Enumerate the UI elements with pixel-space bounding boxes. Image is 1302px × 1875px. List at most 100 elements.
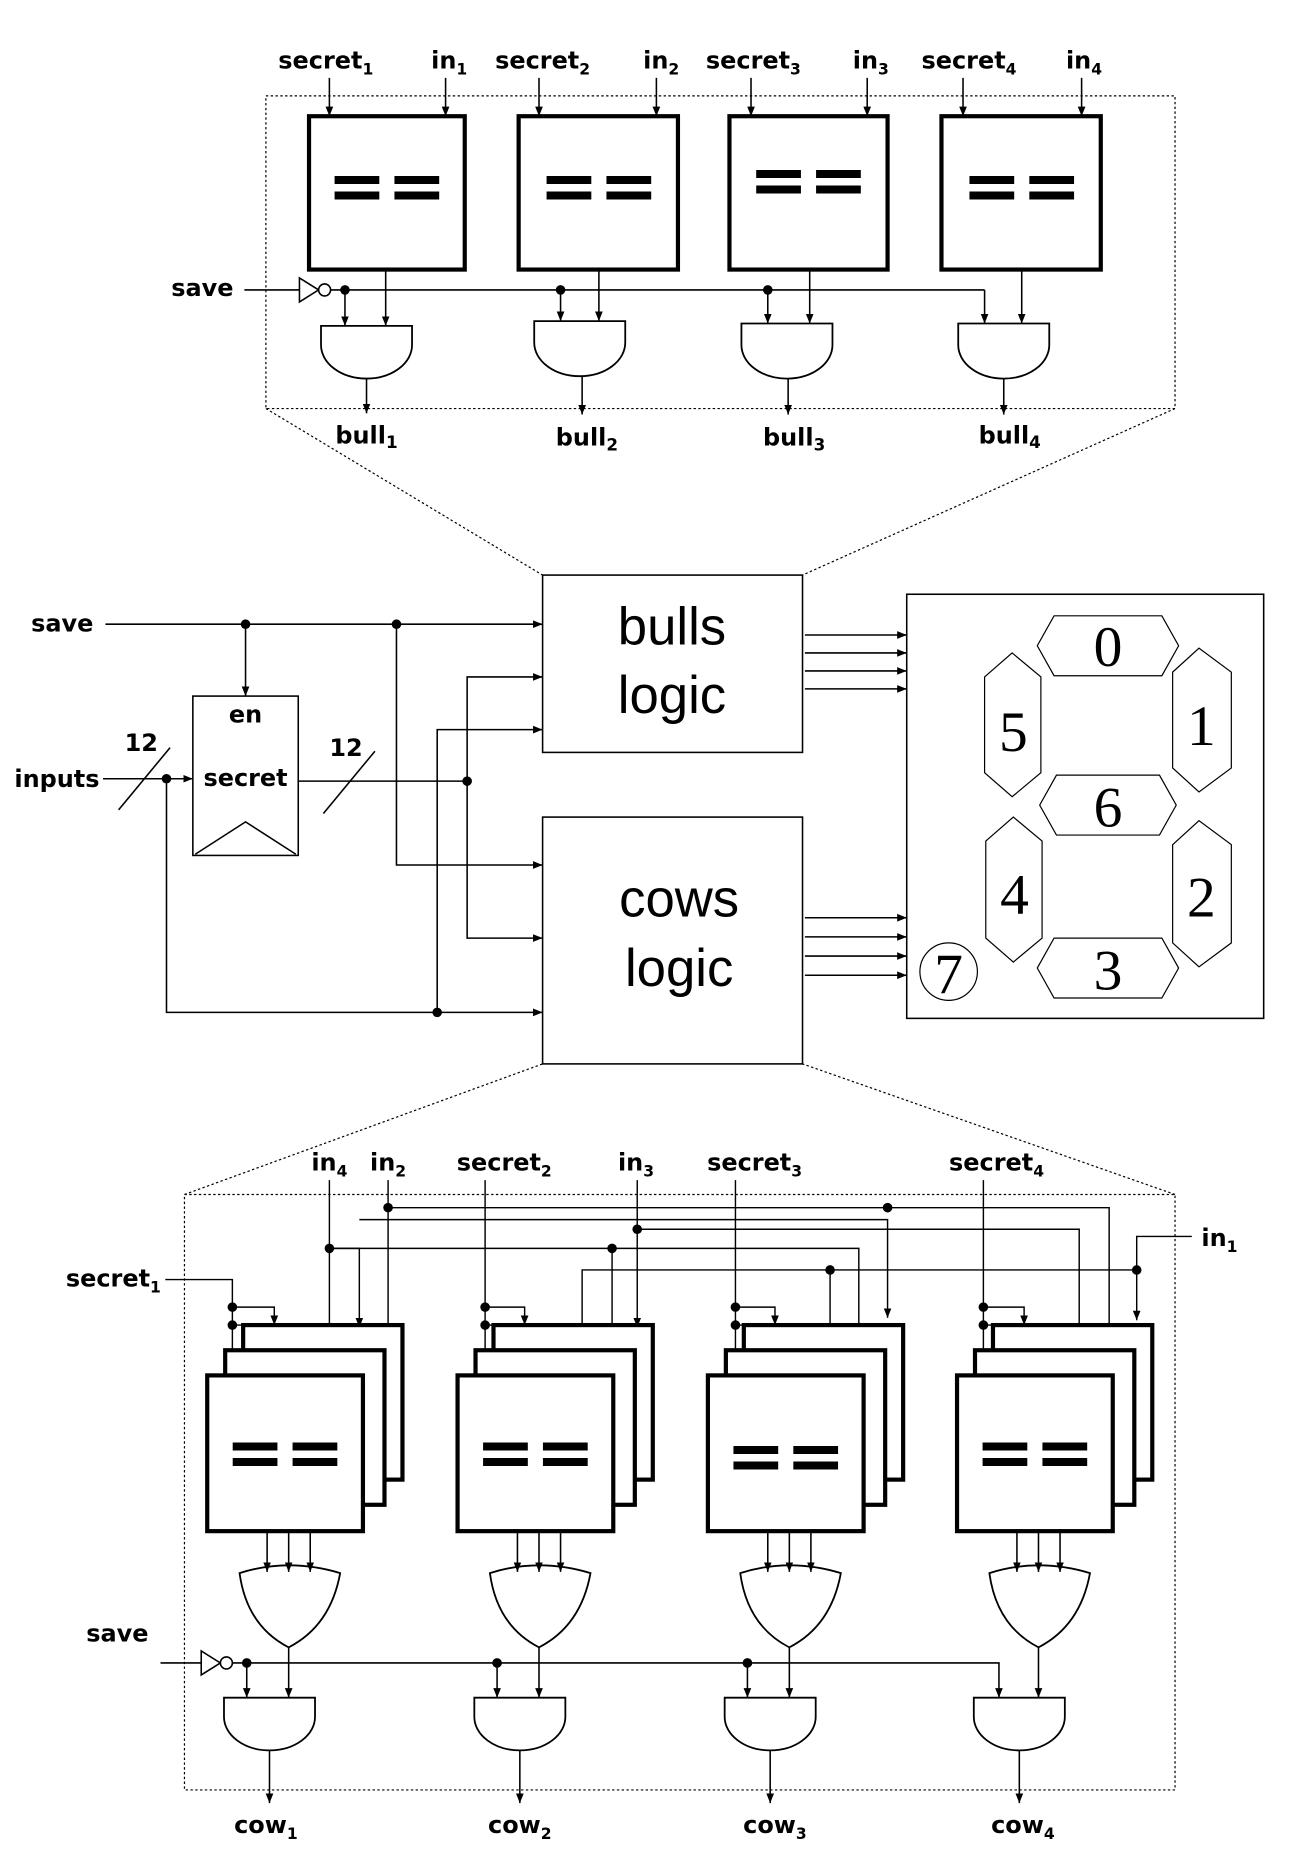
bus-slash — [117, 747, 171, 811]
top-input-label: secret4 — [949, 1149, 1044, 1181]
save-label: save — [31, 609, 93, 637]
comparator-box — [306, 114, 467, 272]
zoom-line — [265, 408, 543, 576]
bus-width-label: 12 — [125, 729, 158, 757]
inverter-triangle — [200, 1649, 222, 1677]
cow-gates-4 — [972, 1531, 1092, 1804]
cows-logic-block: cows logic — [541, 816, 804, 1065]
in-input-label: in2 — [643, 46, 679, 78]
zoom-line — [802, 407, 1176, 576]
inputs-label: inputs — [14, 765, 99, 793]
in-input-label: in1 — [431, 46, 467, 78]
secret-input-label: secret2 — [495, 46, 590, 78]
cow-output-label: cow4 — [991, 1811, 1055, 1843]
comparator-box — [727, 114, 890, 272]
segment-5-label: 5 — [999, 701, 1028, 764]
comparator-op: == — [749, 141, 869, 221]
comparator-op: == — [726, 1417, 846, 1497]
comparator-op: == — [476, 1413, 596, 1493]
inverter-bubble — [317, 283, 332, 297]
top-input-label: in3 — [618, 1149, 654, 1181]
wire — [395, 624, 543, 869]
bull-output-label: bull3 — [763, 424, 825, 455]
cow-output-label: cow1 — [234, 1811, 298, 1843]
cow-comparator-stack-2: == — [455, 1322, 655, 1534]
bull-output-label: bull4 — [979, 421, 1041, 452]
segment-7-label: 7 — [934, 943, 963, 1006]
wire — [466, 781, 543, 942]
and-gate — [972, 1696, 1066, 1752]
bulls-logic-block: bulls logic — [541, 574, 804, 754]
save-label: save — [171, 274, 233, 302]
or-gate — [488, 1564, 592, 1649]
cow-gates-1 — [223, 1531, 342, 1804]
or-gate — [238, 1564, 342, 1649]
segment-6-label: 6 — [1094, 777, 1123, 840]
bull-output-label: bull2 — [556, 424, 618, 455]
segment-1-label: 1 — [1187, 695, 1216, 758]
bull-comparator-3: == secret3 in3 bull3 — [706, 46, 890, 455]
register-box — [192, 695, 300, 857]
in1-label: in1 — [1201, 1224, 1237, 1256]
save-bus — [232, 1662, 1003, 1698]
segment-0-label: 0 — [1094, 616, 1123, 679]
cows-detail-frame — [183, 1193, 1176, 1791]
segment-2 — [1172, 819, 1232, 968]
segment-3-label: 3 — [1094, 940, 1123, 1003]
secret-input-label: secret1 — [278, 46, 373, 78]
or-gate — [739, 1564, 842, 1649]
in-input-label: in4 — [1066, 46, 1102, 78]
secret-input-label: secret3 — [706, 46, 801, 78]
secret1-label: secret1 — [66, 1265, 161, 1297]
secret-register: en secret — [192, 695, 300, 857]
bus-slash — [322, 750, 376, 814]
display-frame — [905, 593, 1265, 1020]
comparator-op: == — [327, 147, 447, 227]
and-gate — [533, 320, 627, 378]
block-label-line2: logic — [625, 939, 733, 998]
segment-2-label: 2 — [1187, 867, 1216, 930]
segment-7 — [919, 942, 978, 1001]
cow-comparator-stack-4: == — [954, 1322, 1155, 1534]
block-box — [541, 574, 804, 754]
segment-4-label: 4 — [1000, 864, 1029, 927]
comparator-op: == — [962, 147, 1082, 227]
save-label: save — [86, 1619, 148, 1647]
bull-comparator-2: == secret2 in2 bull2 — [495, 46, 681, 455]
comparator-op: == — [539, 147, 659, 227]
cow-gates-2 — [473, 1531, 592, 1804]
zoom-line — [802, 1063, 1176, 1196]
inverter-bubble — [219, 1656, 234, 1670]
segment-3 — [1036, 937, 1180, 999]
top-input-label: secret2 — [457, 1149, 552, 1181]
cows-detail: in4 in2 secret2 in3 secret3 secret4 in1 … — [66, 1063, 1237, 1843]
junction-dots — [324, 1202, 1142, 1275]
segment-6 — [1038, 774, 1177, 836]
bus-width-label: 12 — [329, 734, 362, 762]
bull-comparator-1: == secret1 in1 bull1 — [278, 46, 467, 452]
segment-1 — [1172, 647, 1232, 793]
bulls-detail: == secret1 in1 bull1 == secret2 in2 bull… — [171, 46, 1176, 576]
in-input-label: in3 — [853, 46, 889, 78]
segment-4 — [985, 816, 1043, 963]
bull-output-label: bull1 — [335, 421, 397, 452]
segment-0 — [1036, 615, 1180, 677]
top-input-label: in4 — [311, 1149, 347, 1181]
block-box — [541, 816, 804, 1065]
wire — [466, 673, 543, 782]
cow-output-label: cow2 — [488, 1811, 552, 1843]
and-gate — [223, 1696, 316, 1752]
zoom-line — [184, 1063, 543, 1196]
inverter-triangle — [298, 276, 321, 304]
and-gate — [740, 322, 834, 380]
comparator-box — [954, 1373, 1115, 1534]
register-name: secret — [203, 764, 287, 792]
wire — [436, 725, 543, 1013]
and-gate — [723, 1696, 817, 1752]
secret-input-label: secret4 — [922, 46, 1017, 78]
cow-comparator-stack-1: == — [205, 1322, 405, 1534]
comparator-op: == — [975, 1413, 1095, 1493]
top-level-circuit: save en secret inputs 12 12 bulls — [14, 574, 1265, 1065]
comparator-box — [705, 1373, 866, 1534]
